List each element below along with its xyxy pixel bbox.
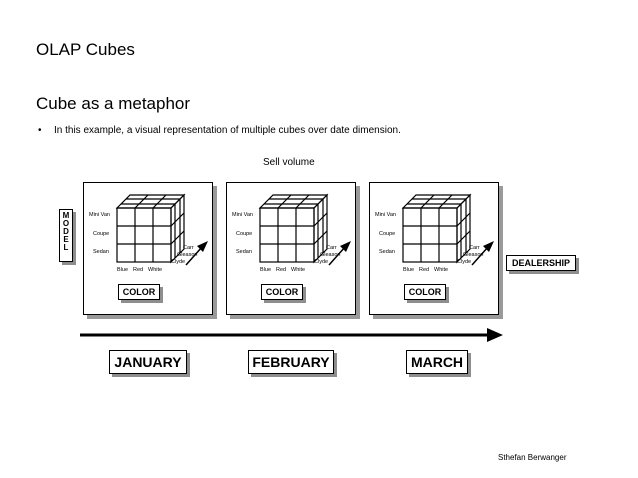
dealer-carr: Carr [183,245,194,251]
color-white: White [148,267,163,273]
model-letter: E [63,235,69,244]
dealer-clyde: Clyde [171,259,186,265]
cube-panel-march: Mini Van Coupe Sedan Carr Gleason Clyde … [369,182,499,315]
model-sedan: Sedan [379,249,395,255]
dealer-gleason: Gleason [177,252,198,258]
model-letter: O [62,219,70,228]
model-coupe: Coupe [236,231,253,237]
model-letter: D [63,227,69,236]
color-dimension-box: COLOR [118,284,160,300]
color-dimension-box: COLOR [261,284,303,300]
color-white: White [434,267,449,273]
model-minivan: Mini Van [89,212,110,218]
section-heading: Cube as a metaphor [36,94,191,113]
cube-grid-icon [258,193,351,266]
month-march: MARCH [406,350,468,374]
slide-title: OLAP Cubes [36,40,135,59]
color-dimension-box: COLOR [404,284,446,300]
dealer-clyde: Clyde [314,259,329,265]
model-coupe: Coupe [379,231,396,237]
dealer-clyde: Clyde [457,259,472,265]
color-red: Red [419,267,430,273]
chart-caption: Sell volume [263,157,315,168]
cube-panel-february: Mini Van Coupe Sedan Carr Gleason Clyde … [226,182,356,315]
model-sedan: Sedan [93,249,109,255]
color-blue: Blue [260,267,272,273]
bullet-marker: • [38,125,42,136]
model-minivan: Mini Van [232,212,253,218]
cube-grid-icon [115,193,208,266]
dealership-box: DEALERSHIP [506,255,576,271]
month-january: JANUARY [109,350,187,374]
time-arrow-icon [80,328,503,342]
model-letter: L [63,243,69,252]
model-coupe: Coupe [93,231,110,237]
bullet-text: In this example, a visual representation… [54,125,401,136]
cube-grid-icon [401,193,494,266]
color-blue: Blue [117,267,129,273]
color-blue: Blue [403,267,415,273]
dealer-carr: Carr [326,245,337,251]
model-minivan: Mini Van [375,212,396,218]
dealer-gleason: Gleason [320,252,341,258]
color-red: Red [133,267,144,273]
model-letter: M [62,211,70,220]
dealer-carr: Carr [469,245,480,251]
model-sedan: Sedan [236,249,252,255]
dealer-gleason: Gleason [463,252,484,258]
author-credit: Sthefan Berwanger [498,453,567,462]
cube-panel-january: Mini Van Coupe Sedan Carr Gleason Clyde … [83,182,213,315]
month-february: FEBRUARY [248,350,334,374]
color-white: White [291,267,306,273]
color-red: Red [276,267,287,273]
model-label-box: M O D E L [59,209,73,262]
